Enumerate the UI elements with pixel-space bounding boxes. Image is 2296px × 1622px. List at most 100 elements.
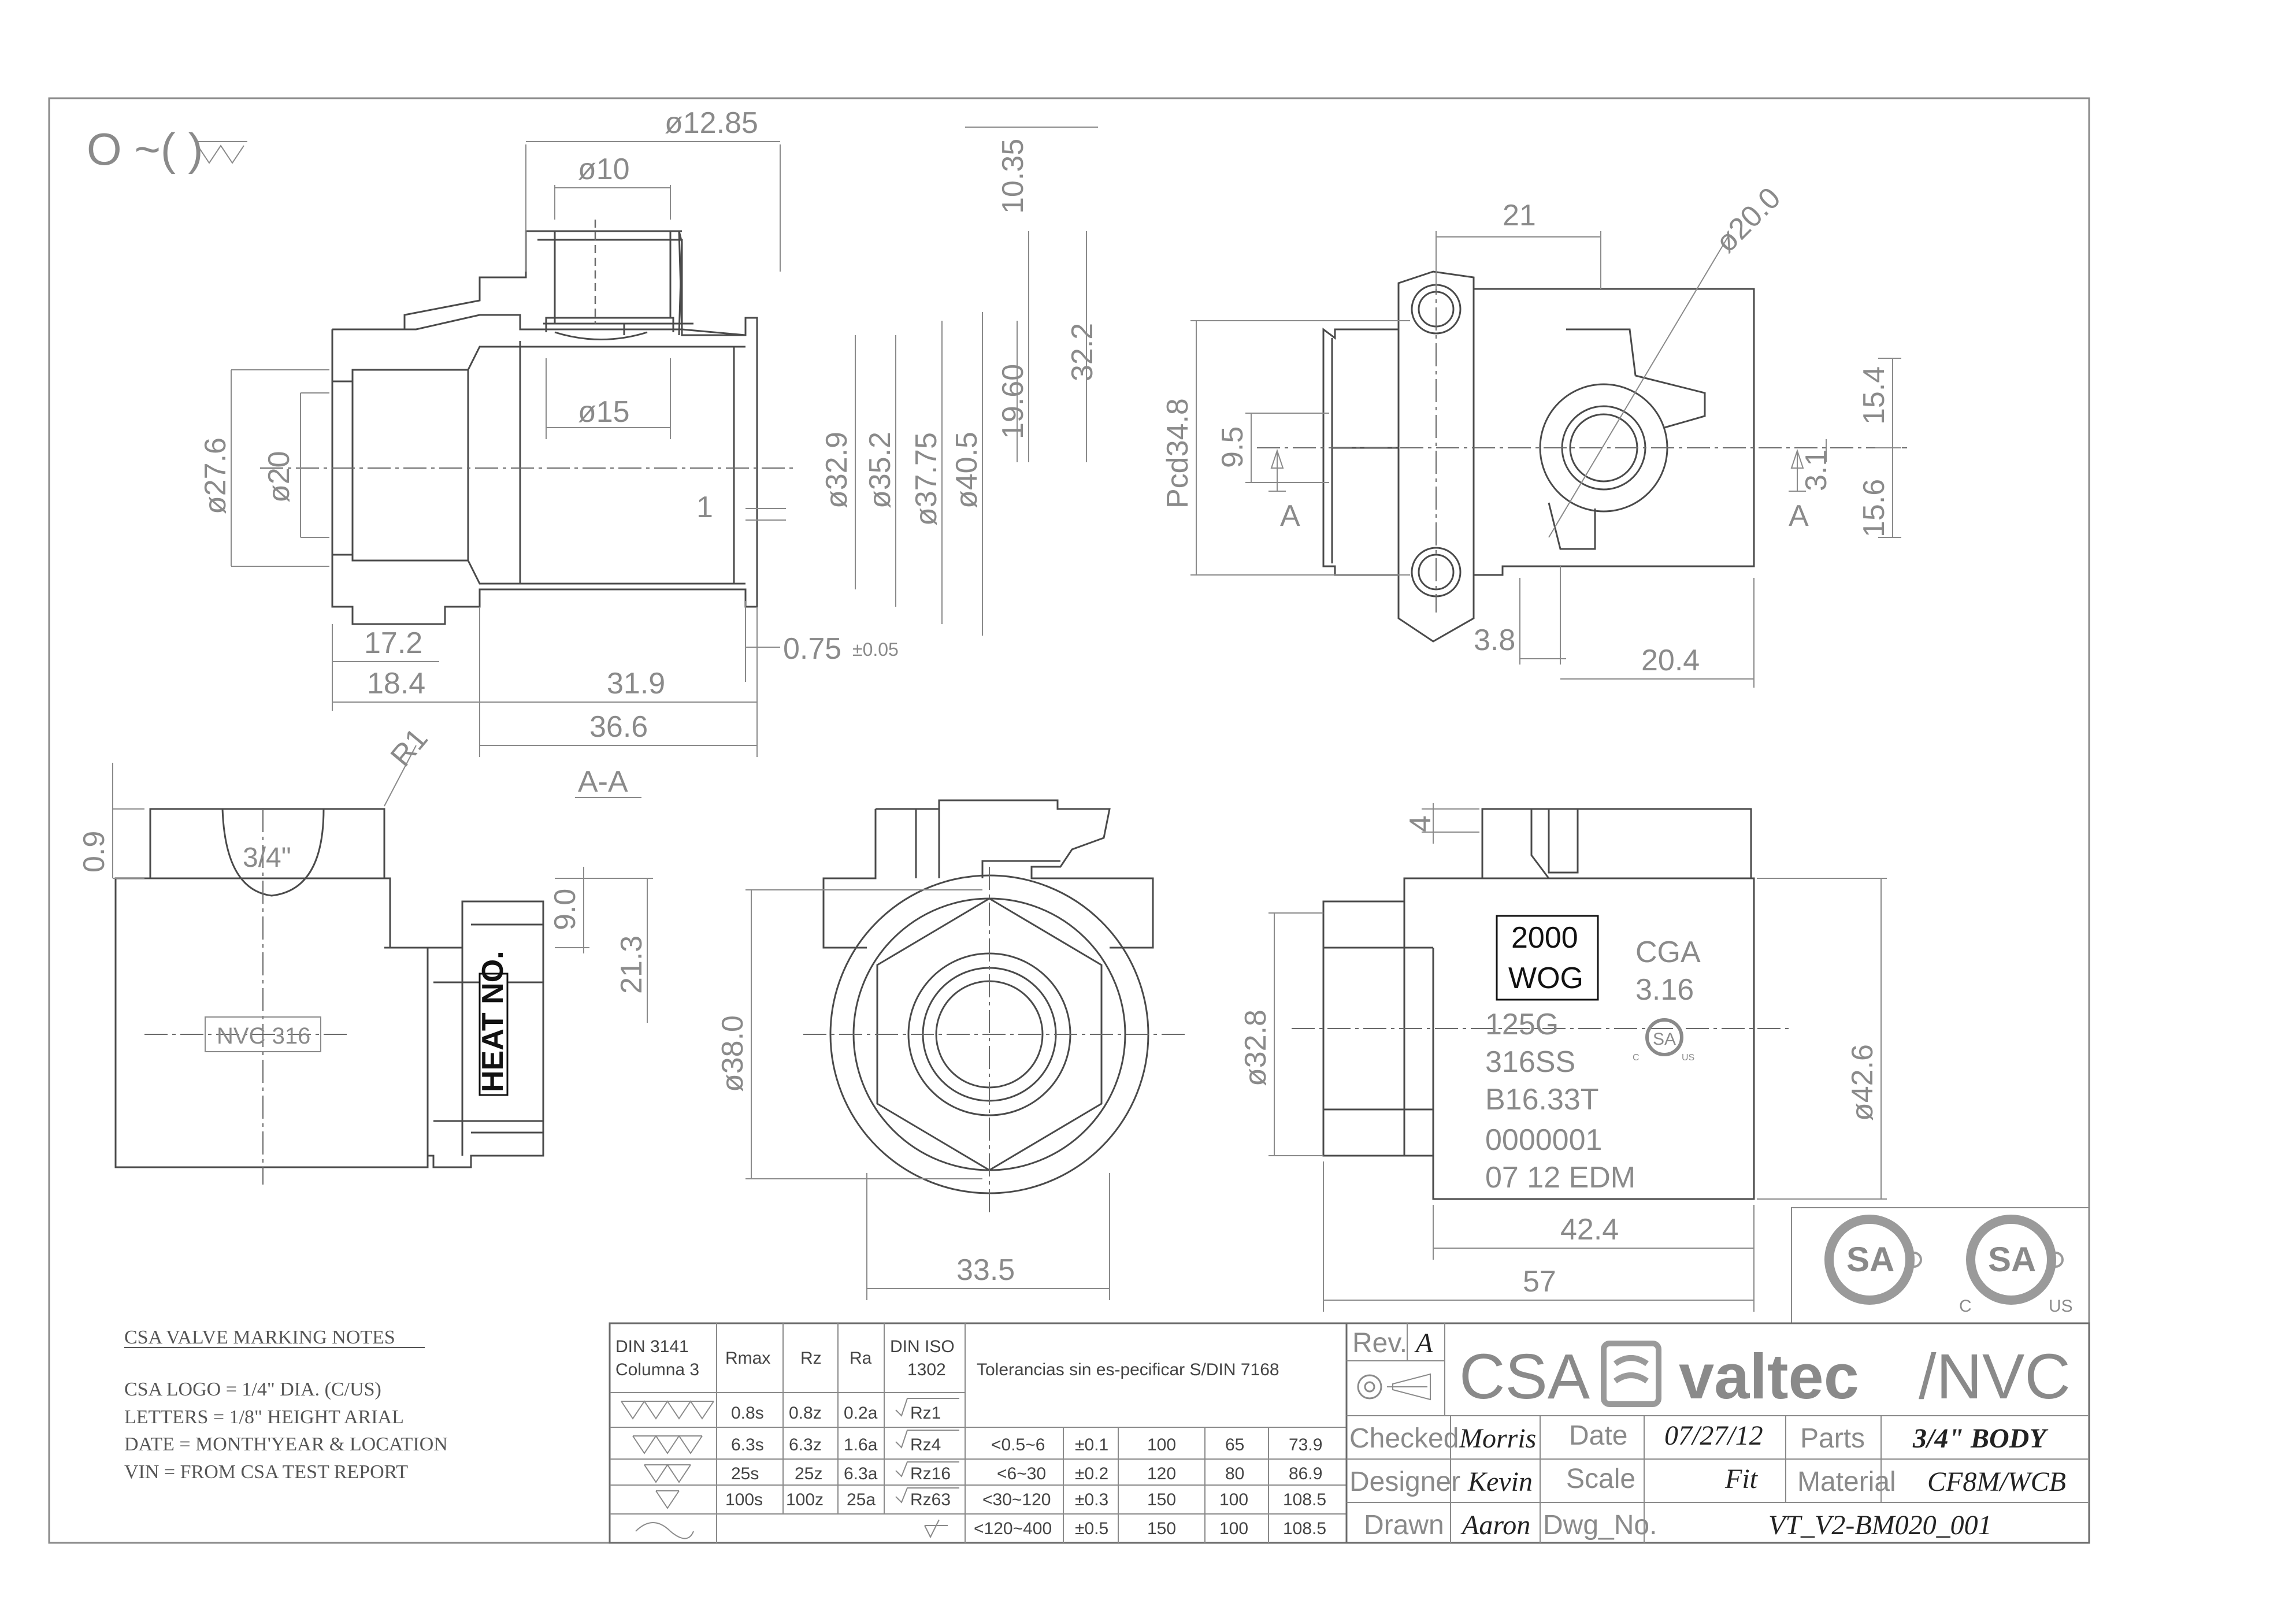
tol-r1-c3: 100: [1147, 1435, 1176, 1454]
dim-h3-8: 3.8: [1474, 623, 1515, 657]
rev-value: A: [1414, 1328, 1433, 1359]
svg-text:SA: SA: [1653, 1030, 1676, 1049]
projection-symbol-icon: [1357, 1373, 1431, 1401]
dim-d27-6: ø27.6: [199, 437, 232, 514]
rough-r3-ra: 6.3a: [844, 1464, 878, 1483]
rough-hdr-columna: Columna 3: [615, 1360, 699, 1379]
tol-r4-range: <120~400: [974, 1519, 1052, 1538]
marking-heat-no: HEAT NO.: [476, 951, 510, 1092]
tol-r2-c5: 86.9: [1289, 1464, 1322, 1483]
dim-v19-60: 19.60: [996, 364, 1030, 439]
rough-r2-ra: 1.6a: [844, 1435, 878, 1454]
tol-r1-c4: 65: [1225, 1435, 1244, 1454]
dim-h36-6: 36.6: [589, 710, 648, 744]
dim-d38-0: ø38.0: [716, 1015, 750, 1092]
tol-r4-c4: 100: [1219, 1519, 1248, 1538]
csa-mark-small-icon: SA C US: [1633, 1018, 1694, 1063]
dim-v15-6: 15.6: [1857, 479, 1891, 537]
brand-csa: CSA: [1459, 1341, 1590, 1412]
valtec-logo-icon: [1601, 1341, 1661, 1407]
rev-label: Rev.: [1352, 1328, 1407, 1359]
dim-h42-4: 42.4: [1560, 1213, 1619, 1246]
rough-hdr-din3141: DIN 3141: [615, 1337, 689, 1356]
dim-v10-35: 10.35: [996, 139, 1030, 214]
tol-r3-c4: 100: [1219, 1490, 1248, 1509]
tol-r4-c3: 150: [1147, 1519, 1176, 1538]
dim-d37-75: ø37.75: [910, 432, 943, 526]
header-symbol: O ~( ): [87, 124, 203, 175]
marking-cga-2: 3.16: [1635, 973, 1694, 1007]
dim-d10: ø10: [578, 153, 630, 186]
scale-value: Fit: [1724, 1464, 1759, 1494]
tol-r3-c3: 150: [1147, 1490, 1176, 1509]
rough-hdr-1302: 1302: [907, 1360, 946, 1379]
svg-text:SA: SA: [1988, 1240, 2036, 1279]
rough-r3-iso: Rz16: [910, 1464, 951, 1483]
tol-r4-tol: ±0.5: [1075, 1519, 1108, 1538]
brand-nvc: /NVC: [1919, 1341, 2071, 1412]
dim-r21: 21: [1503, 199, 1536, 232]
scale-label: Scale: [1566, 1464, 1635, 1494]
dim-d20-0: ø20.0: [1709, 181, 1787, 259]
tol-r1-tol: ±0.1: [1075, 1435, 1108, 1454]
checked-label: Checked: [1349, 1423, 1459, 1454]
rough-r4-ra: 25a: [847, 1490, 876, 1509]
dim-d32-9: ø32.9: [820, 432, 854, 509]
marking-nvc-316: NVC 316: [217, 1023, 310, 1049]
csa-c-us-logo-icon: SA C US: [1959, 1215, 2073, 1316]
title-block: Rev. A CSA valtec /NVC Checked Morris Da…: [1345, 1322, 2090, 1544]
marking-line-1: 125G: [1485, 1008, 1559, 1041]
notes-line-4: VIN = FROM CSA TEST REPORT: [124, 1461, 408, 1483]
rough-r1-rz: 0.8z: [789, 1404, 822, 1423]
marking-line-3: B16.33T: [1485, 1083, 1599, 1116]
svg-text:US: US: [1682, 1053, 1694, 1063]
dim-pcd34-8: Pcd34.8: [1161, 398, 1195, 509]
dim-h17-2: 17.2: [364, 626, 422, 660]
top-view: 21 ø20.0 Pcd34.8 9.5 A 15.4 15.6 3.1 A 3…: [1161, 181, 1907, 688]
rough-r1-rmax: 0.8s: [731, 1404, 764, 1423]
dim-v9-5: 9.5: [1216, 426, 1249, 468]
drawn-value: Aaron: [1460, 1510, 1530, 1541]
section-label: A-A: [578, 765, 628, 799]
side-view-heat-no: NVC 316 3/4" HEAT NO. 0.9 R1 9.0 21.3: [77, 722, 653, 1185]
tol-r4-c5: 108.5: [1283, 1519, 1326, 1538]
tol-r2-c3: 120: [1147, 1464, 1176, 1483]
dwg-label: Dwg_No.: [1543, 1510, 1657, 1541]
rough-r4-rmax: 100s: [725, 1490, 763, 1509]
section-arrow-left: A: [1280, 499, 1300, 533]
rough-r2-rz: 6.3z: [789, 1435, 822, 1454]
rough-hdr-din-iso: DIN ISO: [890, 1337, 955, 1356]
tol-r1-c5: 73.9: [1289, 1435, 1322, 1454]
dim-h18-4: 18.4: [367, 667, 425, 700]
designer-value: Kevin: [1467, 1467, 1533, 1497]
tol-r2-range: <6~30: [997, 1464, 1046, 1483]
cert-c-label: C: [1959, 1297, 1972, 1316]
material-label: Material: [1797, 1467, 1896, 1497]
dim-d40-5: ø40.5: [950, 432, 984, 509]
front-marked-view: 2000 WOG CGA 3.16 125G 316SS B16.33T 000…: [1239, 803, 1887, 1312]
dim-h0-75-tolerance: ±0.05: [852, 639, 899, 660]
material-value: CF8M/WCB: [1927, 1467, 2066, 1497]
rough-r4-iso: Rz63: [910, 1490, 951, 1509]
marking-line-2: 316SS: [1485, 1045, 1575, 1079]
dwg-value: VT_V2-BM020_001: [1768, 1510, 1992, 1541]
dim-v15-4: 15.4: [1857, 366, 1891, 425]
marking-line-5: 07 12 EDM: [1485, 1161, 1635, 1194]
dim-v32-2: 32.2: [1066, 323, 1099, 381]
notes-line-3: DATE = MONTH'YEAR & LOCATION: [124, 1434, 448, 1455]
cert-us-label: US: [2049, 1297, 2073, 1316]
rough-hdr-ra: Ra: [850, 1349, 872, 1368]
svg-text:SA: SA: [1846, 1240, 1894, 1279]
tol-r2-tol: ±0.2: [1075, 1464, 1108, 1483]
certification-logos: SA SA C US: [1791, 1207, 2090, 1324]
dim-v9-0: 9.0: [548, 889, 582, 930]
brand-valtec: valtec: [1679, 1341, 1859, 1412]
tol-r3-range: <30~120: [982, 1490, 1051, 1509]
end-view: ø38.0 33.5: [716, 799, 1185, 1300]
tol-r2-c4: 80: [1225, 1464, 1244, 1483]
section-view-a-a: ø12.85 ø10 ø15 ø27.6 ø20 ø32.9 ø35.2 ø37…: [199, 106, 1099, 799]
surface-finish-header: O ~( ): [87, 124, 247, 175]
tol-r3-c5: 108.5: [1283, 1490, 1326, 1509]
marking-wog-2: WOG: [1508, 962, 1583, 995]
